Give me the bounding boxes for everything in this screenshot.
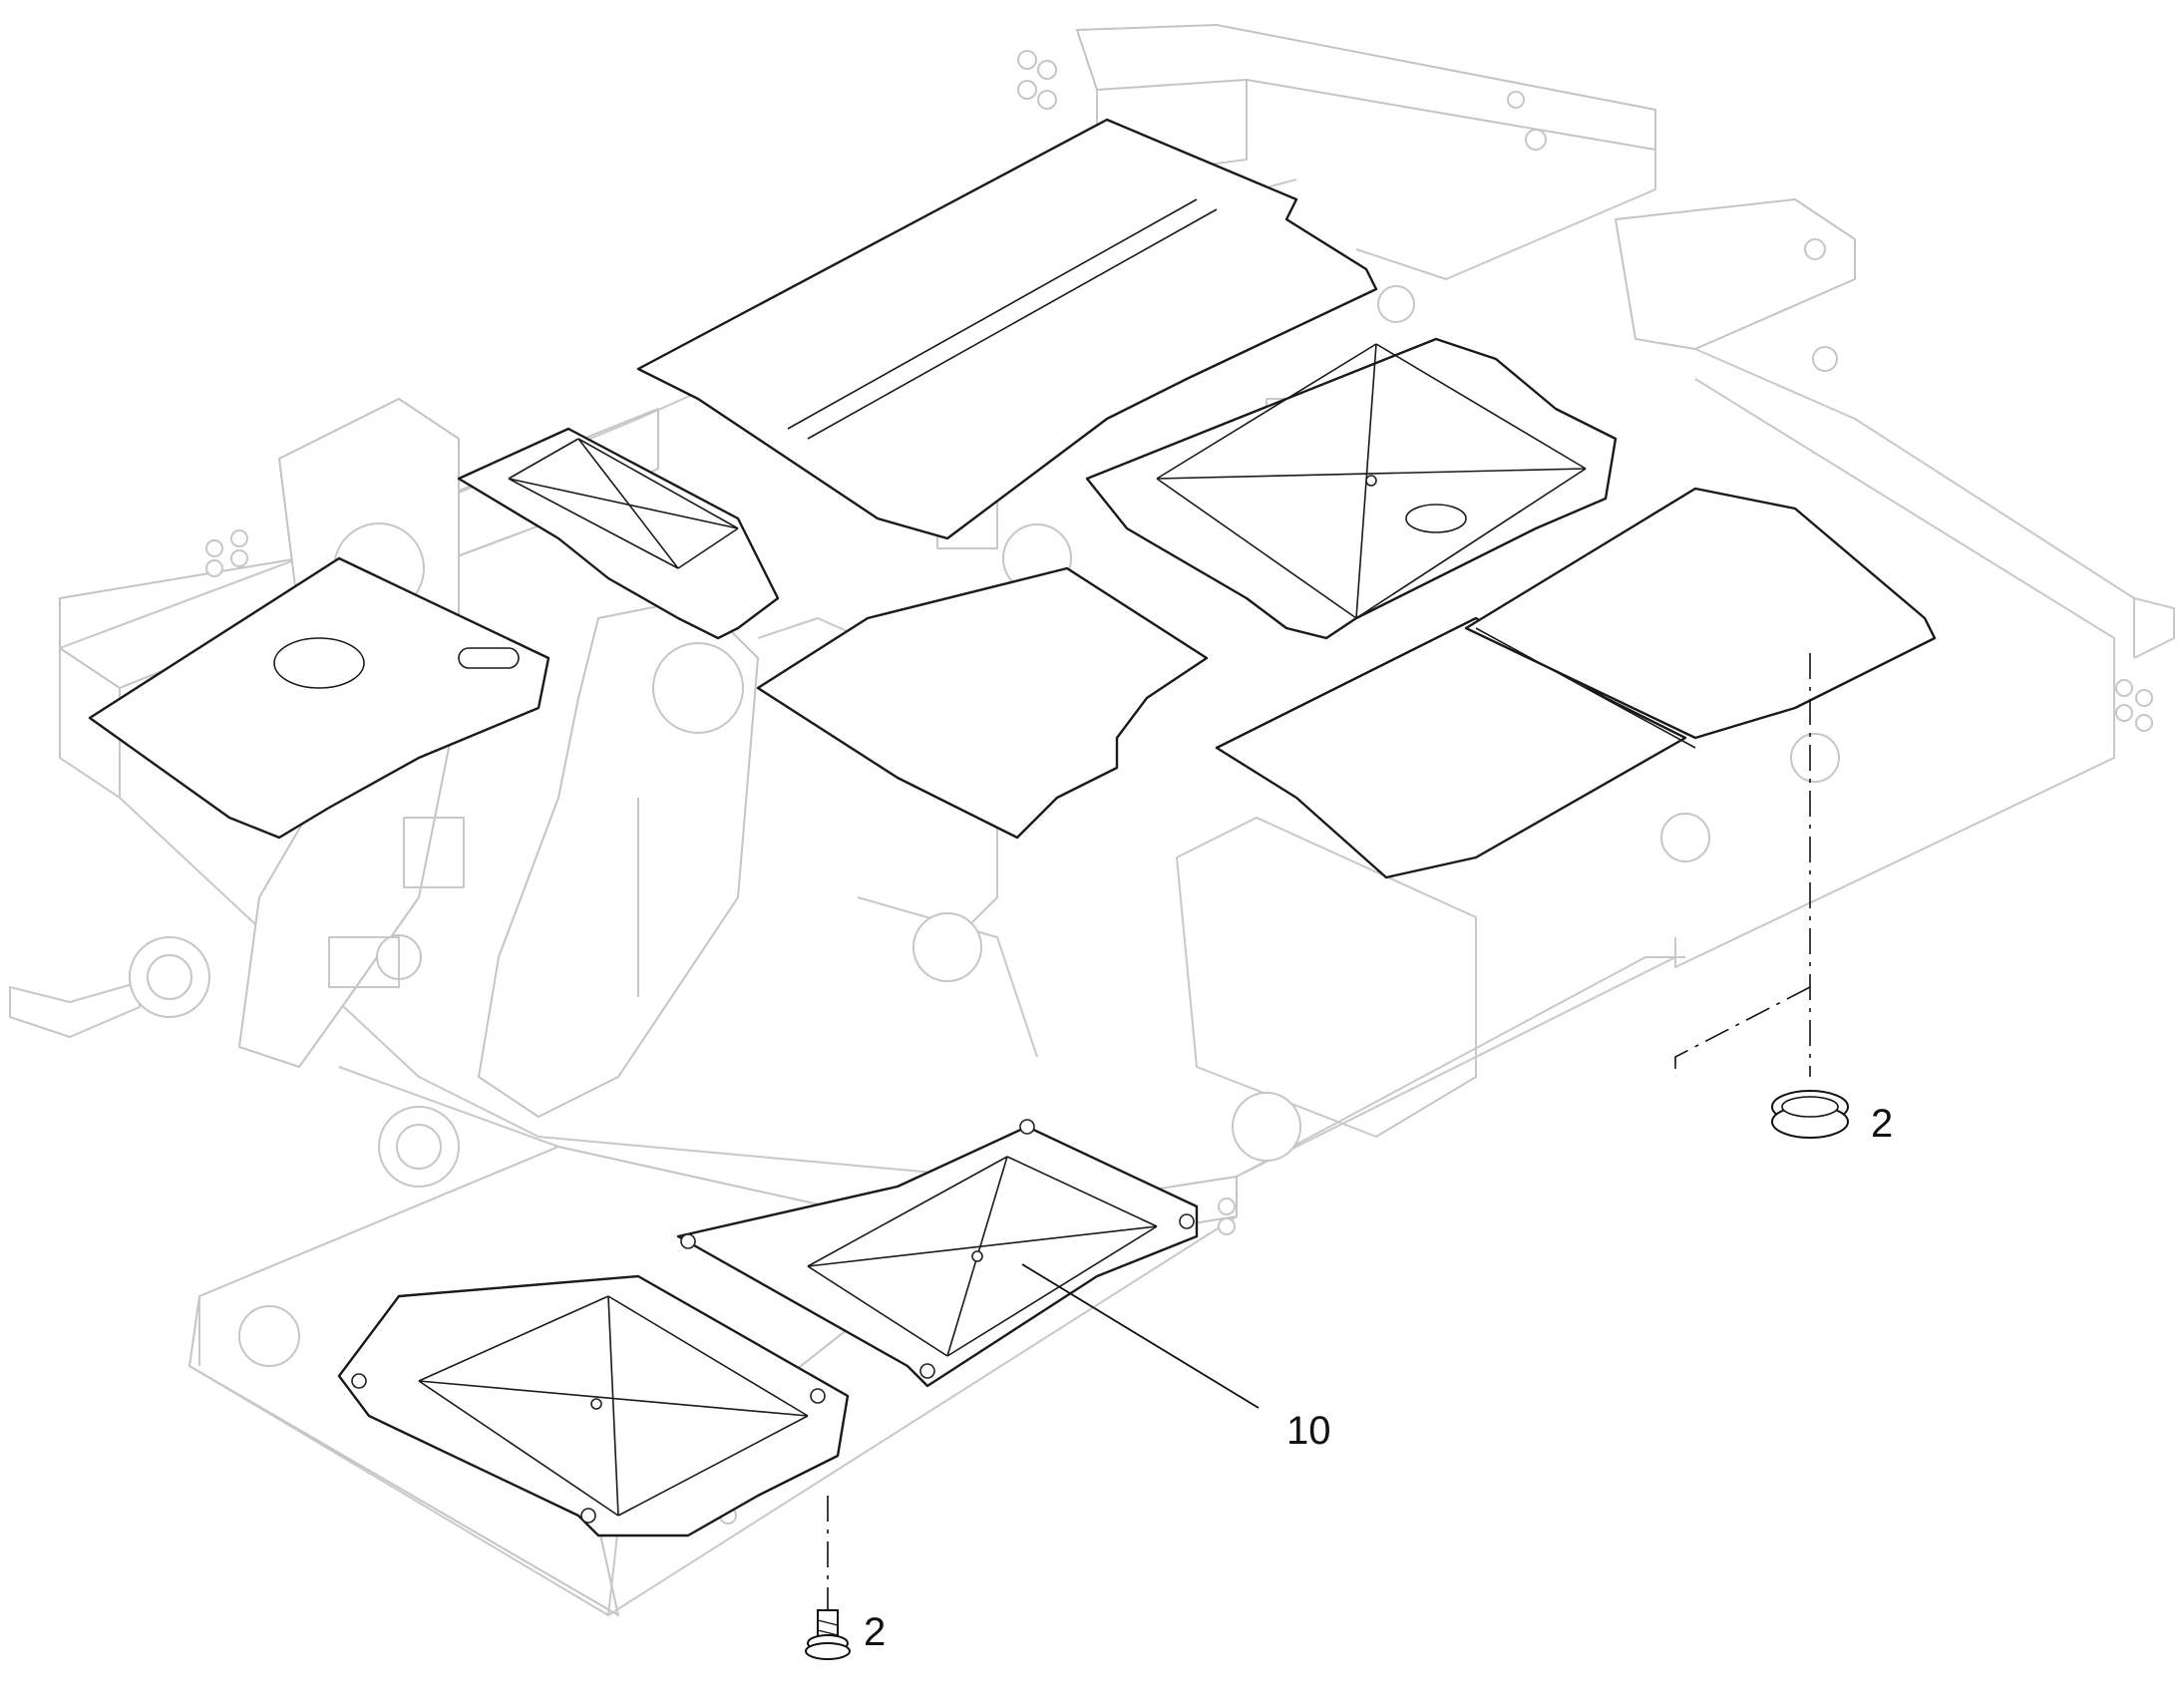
callout-label-cover: 10 xyxy=(1286,1409,1331,1453)
middle-cover xyxy=(756,566,1209,840)
cover-plates xyxy=(88,118,1937,1537)
left-center-cover xyxy=(457,427,780,640)
rear-right-cover xyxy=(1085,337,1618,640)
callout-bolt: 2 xyxy=(805,1496,886,1660)
rear-upper-cover xyxy=(636,118,1378,540)
callout-label-grommet: 2 xyxy=(1871,1102,1893,1146)
bolt-part xyxy=(805,1609,851,1660)
callout-grommet: 2 xyxy=(1674,653,1893,1146)
callout-cover: 10 xyxy=(1021,1263,1331,1453)
front-middle-cover xyxy=(676,1125,1199,1388)
right-lower-cover-b xyxy=(1464,487,1937,740)
callout-label-bolt: 2 xyxy=(864,1610,886,1654)
left-outer-cover xyxy=(88,556,550,840)
